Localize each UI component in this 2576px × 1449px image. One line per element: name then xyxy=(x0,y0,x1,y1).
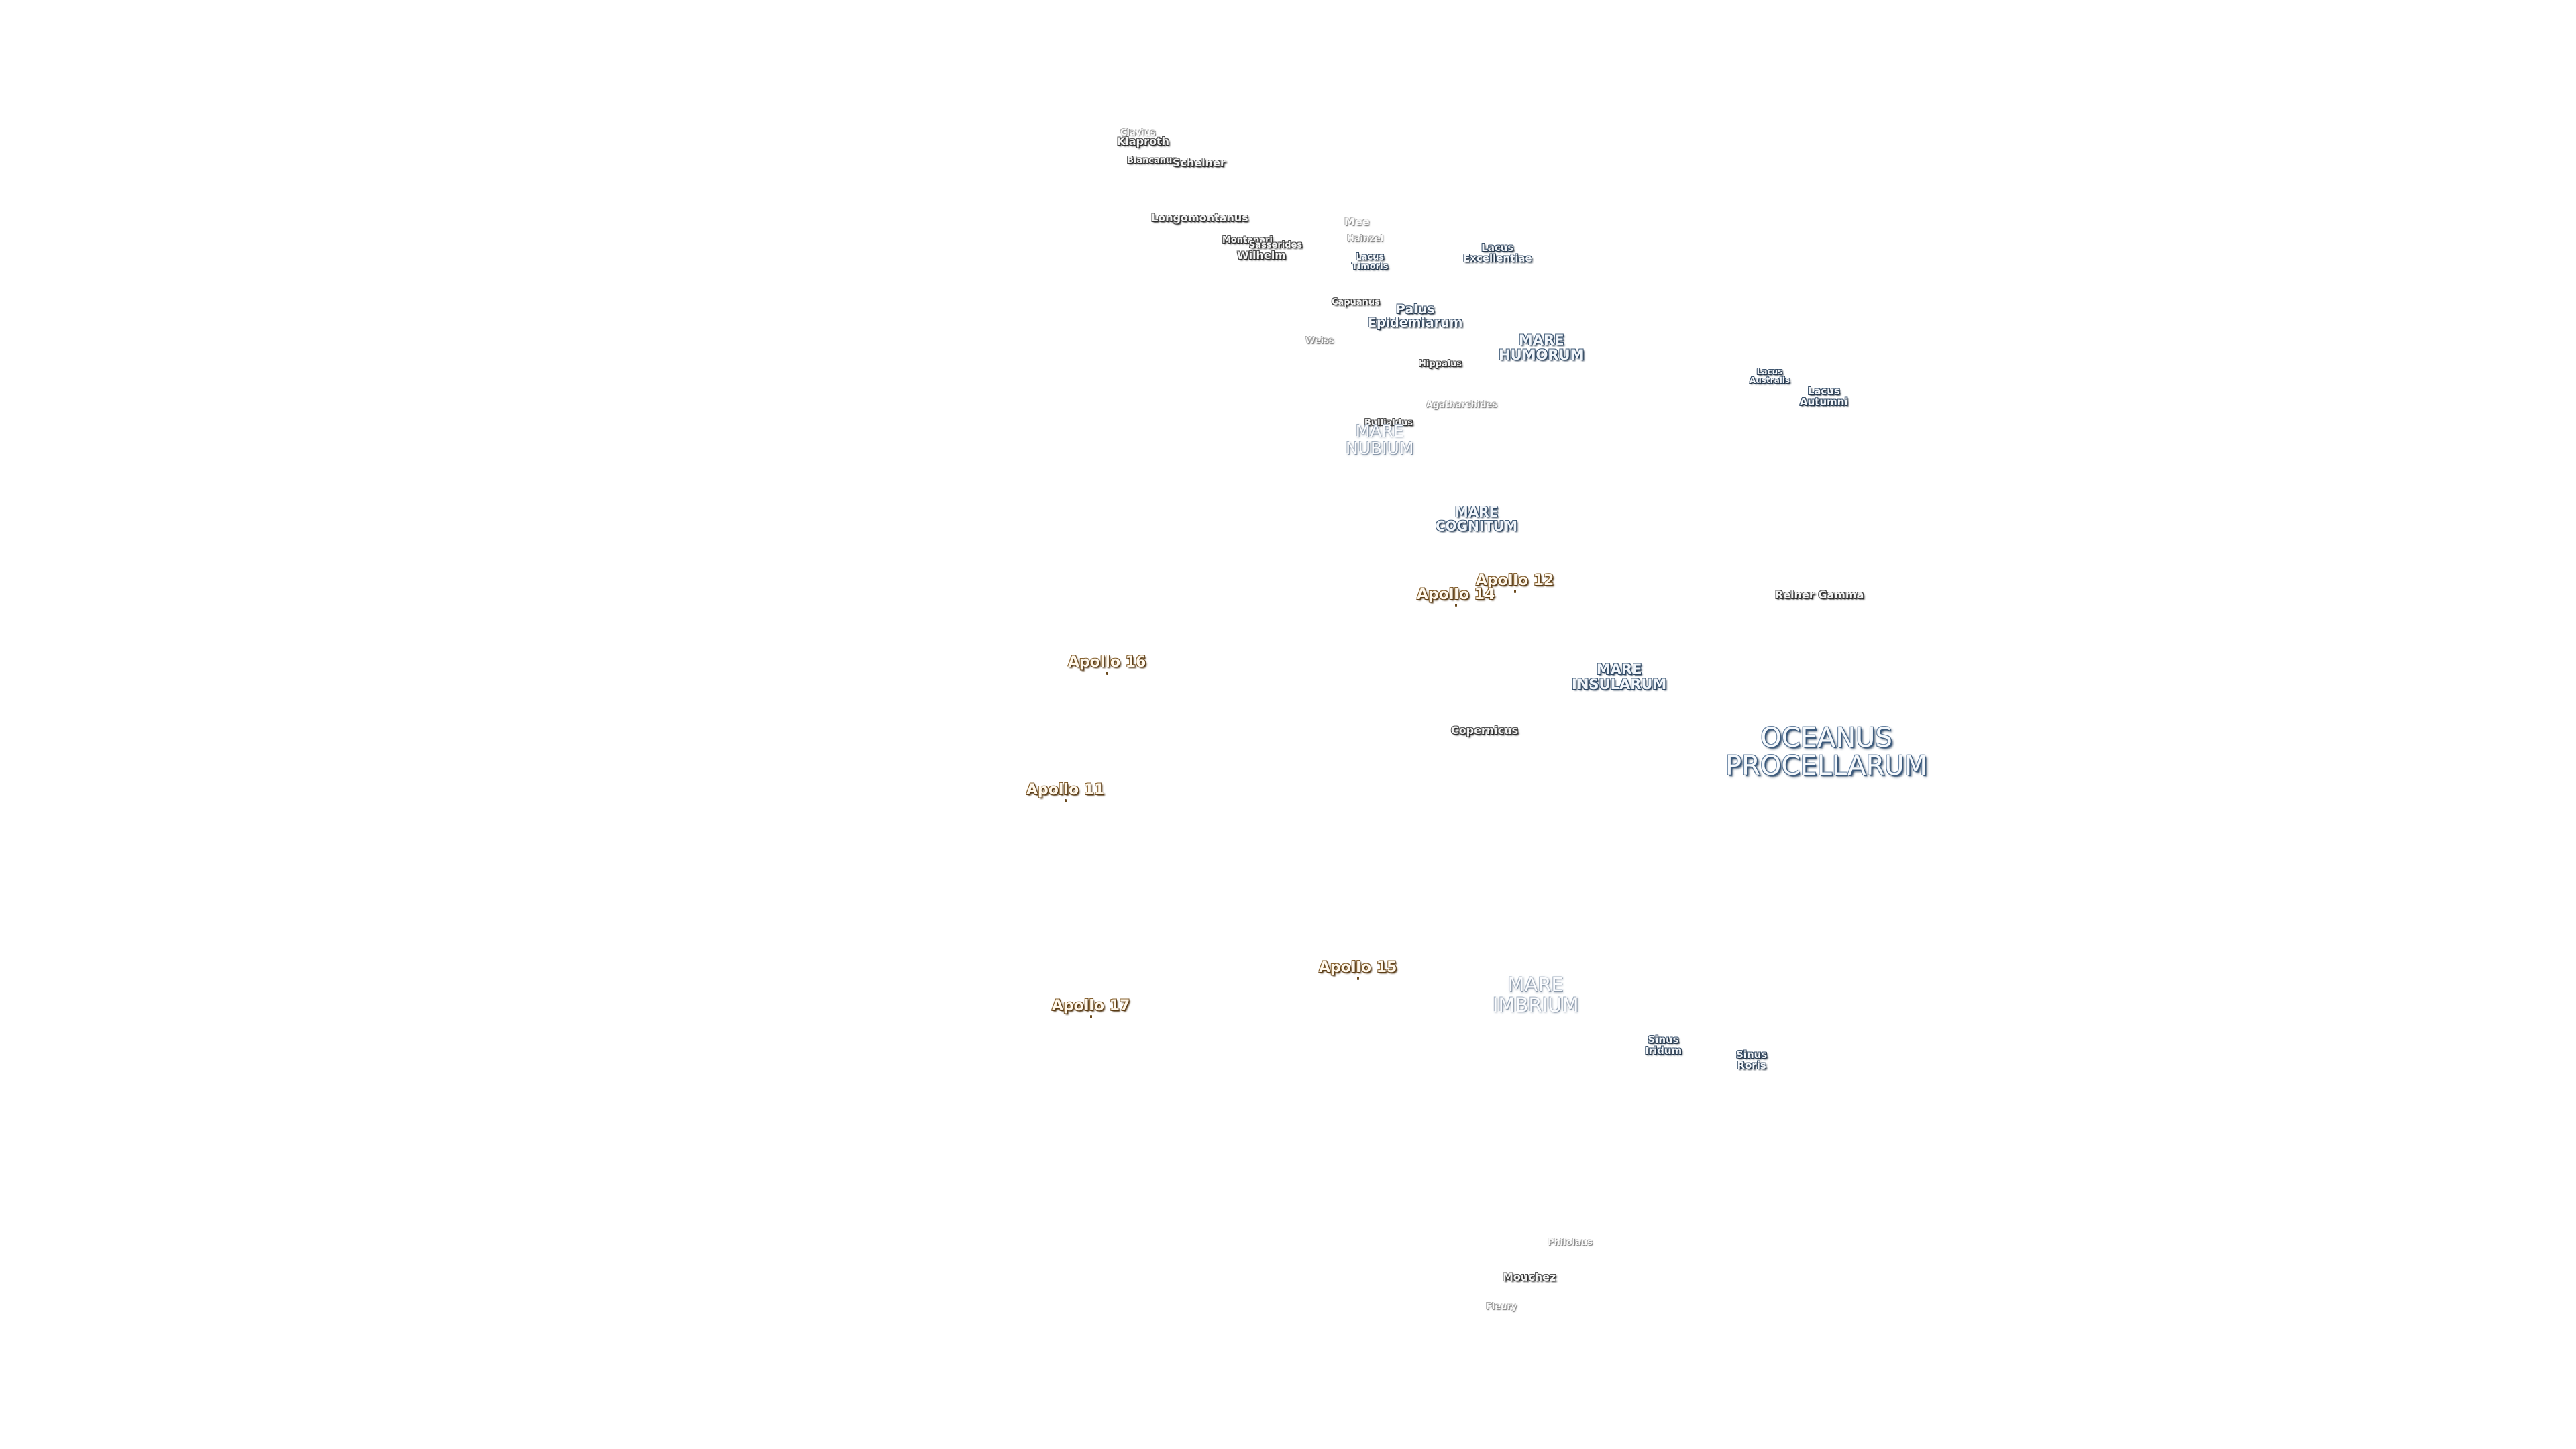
sea-label-line1: MARE xyxy=(1507,973,1564,996)
landing-site-label: Apollo 17 xyxy=(1052,998,1130,1014)
crater-label-mouchez[interactable]: Mouchez xyxy=(1503,1271,1556,1283)
crater-label-philolaus[interactable]: Philolaus xyxy=(1548,1238,1593,1248)
lake-label-line1: Sinus xyxy=(1648,1034,1679,1046)
sea-label-line2: HUMORUM xyxy=(1499,347,1585,364)
sea-label-mare-imbrium[interactable]: MARE IMBRIUM xyxy=(1493,975,1578,1016)
lake-label-line2: Australis xyxy=(1750,375,1790,385)
landing-site-apollo-17[interactable]: Apollo 17 xyxy=(1052,998,1130,1019)
crater-label-fleury[interactable]: Fleury xyxy=(1486,1302,1517,1312)
lake-label-line1: Palus xyxy=(1395,302,1435,317)
lake-label-lacus-autumni[interactable]: Lacus Autumni xyxy=(1800,386,1848,408)
lake-label-lacus-excellentiae[interactable]: Lacus Excellentiae xyxy=(1463,241,1532,264)
landing-pin-icon xyxy=(1356,977,1359,981)
sea-label-line1: MARE xyxy=(1454,504,1499,520)
crater-label-agatharchides[interactable]: Agatharchides xyxy=(1426,400,1498,410)
crater-label-montanari[interactable]: Montanari xyxy=(1222,235,1273,246)
crater-label-clavius[interactable]: Clavius xyxy=(1120,128,1156,138)
landing-site-label: Apollo 11 xyxy=(1026,782,1105,798)
ocean-label-oceanus-procellarum[interactable]: OCEANUS PROCELLARUM xyxy=(1725,724,1927,780)
sea-label-line1: MARE xyxy=(1518,332,1564,348)
crater-label-hippalus[interactable]: Hippalus xyxy=(1419,359,1462,369)
lake-label-line1: Lacus xyxy=(1756,367,1783,376)
landing-pin-icon xyxy=(1513,590,1516,594)
crater-label-weiss[interactable]: Weiss xyxy=(1305,336,1334,346)
lake-label-line2: Timoris xyxy=(1352,261,1389,272)
landing-pin-icon xyxy=(1454,604,1457,608)
crater-label-copernicus[interactable]: Copernicus xyxy=(1451,724,1519,737)
lake-label-sinus-roris[interactable]: Sinus Roris xyxy=(1736,1049,1768,1071)
crater-label-hainzel[interactable]: Hainzel xyxy=(1347,234,1384,244)
lake-label-palus-epidemiarum[interactable]: Palus Epidemiarum xyxy=(1368,303,1462,330)
landing-site-label: Apollo 12 xyxy=(1476,572,1554,589)
crater-label-sasserides[interactable]: Sasserides xyxy=(1249,240,1303,250)
crater-label-reiner-gamma[interactable]: Reiner Gamma xyxy=(1775,588,1864,601)
lake-label-line2: Epidemiarum xyxy=(1368,315,1463,330)
sea-label-line2: IMBRIUM xyxy=(1493,994,1579,1017)
sea-label-line1: MARE xyxy=(1355,421,1404,441)
sea-label-line2: NUBIUM xyxy=(1346,439,1414,459)
landing-site-apollo-12[interactable]: Apollo 12 xyxy=(1476,572,1554,594)
sea-label-line1: MARE xyxy=(1596,661,1642,678)
lake-label-line1: Lacus xyxy=(1356,252,1385,262)
crater-label-longomontanus[interactable]: Longomontanus xyxy=(1151,211,1248,224)
lake-label-line2: Excellentiae xyxy=(1463,252,1532,264)
landing-site-apollo-15[interactable]: Apollo 15 xyxy=(1319,959,1397,981)
lake-label-line2: Roris xyxy=(1737,1059,1766,1071)
lake-label-line1: Sinus xyxy=(1736,1049,1768,1061)
landing-site-label: Apollo 16 xyxy=(1068,654,1146,671)
crater-label-klaproth[interactable]: Klaproth xyxy=(1117,135,1170,148)
sea-label-line2: COGNITUM xyxy=(1436,518,1518,534)
landing-pin-icon xyxy=(1106,672,1108,676)
landing-site-label: Apollo 15 xyxy=(1319,959,1397,976)
sea-label-line2: INSULARUM xyxy=(1572,676,1667,693)
ocean-label-line1: OCEANUS xyxy=(1760,722,1892,753)
crater-label-capuanus[interactable]: Capuanus xyxy=(1332,297,1380,307)
crater-label-blancanus[interactable]: Blancanus xyxy=(1127,156,1178,166)
landing-site-apollo-14[interactable]: Apollo 14 xyxy=(1417,586,1495,608)
lake-label-line1: Lacus xyxy=(1807,385,1840,397)
sea-label-mare-insularum[interactable]: MARE INSULARUM xyxy=(1572,662,1666,692)
ocean-label-line2: PROCELLARUM xyxy=(1725,751,1928,782)
crater-label-bullialdus[interactable]: Bullialdus xyxy=(1364,418,1413,428)
sea-label-mare-humorum[interactable]: MARE HUMORUM xyxy=(1499,333,1585,362)
lake-label-line1: Lacus xyxy=(1481,241,1514,254)
crater-label-scheiner[interactable]: Scheiner xyxy=(1173,156,1226,169)
landing-pin-icon xyxy=(1064,799,1067,803)
landing-site-apollo-16[interactable]: Apollo 16 xyxy=(1068,654,1146,676)
landing-site-apollo-11[interactable]: Apollo 11 xyxy=(1026,782,1105,803)
lake-label-lacus-australis[interactable]: Lacus Australis xyxy=(1750,368,1790,384)
lake-label-line2: Autumni xyxy=(1800,395,1848,408)
lake-label-lacus-timoris[interactable]: Lacus Timoris xyxy=(1352,253,1388,271)
landing-site-label: Apollo 14 xyxy=(1417,586,1495,603)
landing-pin-icon xyxy=(1089,1015,1092,1019)
lake-label-line2: Iridum xyxy=(1645,1044,1682,1057)
lake-label-sinus-iridum[interactable]: Sinus Iridum xyxy=(1645,1034,1682,1057)
crater-label-wilhelm[interactable]: Wilhelm xyxy=(1237,249,1287,262)
crater-label-mee[interactable]: Mee xyxy=(1344,215,1370,228)
sea-label-mare-cognitum[interactable]: MARE COGNITUM xyxy=(1436,505,1517,533)
sea-label-mare-nubium[interactable]: MARE NUBIUM xyxy=(1346,421,1414,459)
